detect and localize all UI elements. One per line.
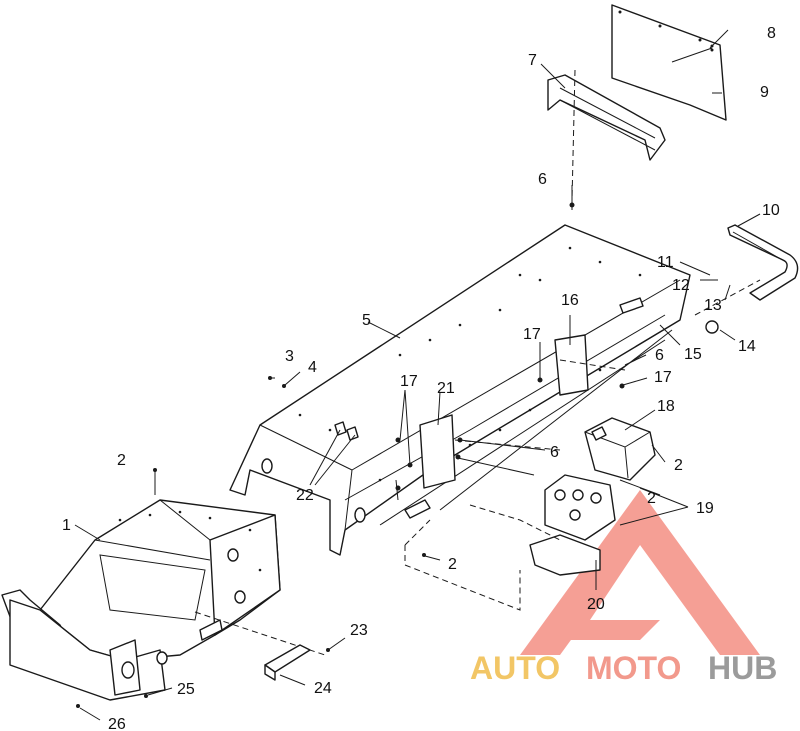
callout-4: 4 [308, 359, 317, 376]
callout-6: 6 [538, 171, 547, 188]
callout-3: 3 [285, 348, 294, 365]
leader-lines [74, 29, 761, 721]
callout-12: 12 [672, 277, 690, 294]
callout-23: 23 [350, 622, 368, 639]
callout-15: 15 [684, 346, 702, 363]
callout-25: 25 [177, 681, 195, 698]
callout-24: 24 [314, 680, 332, 697]
callout-21: 21 [437, 380, 455, 397]
bracket-24 [264, 644, 311, 681]
rear-flap [611, 4, 727, 121]
callout-2: 2 [117, 452, 126, 469]
callout-5: 5 [362, 312, 371, 329]
callout-17: 17 [654, 369, 672, 386]
clips-22 [334, 421, 359, 441]
callout-1: 1 [62, 517, 71, 534]
callout-7: 7 [528, 52, 537, 69]
callout-10: 10 [762, 202, 780, 219]
callout-17: 17 [523, 326, 541, 343]
callout-18: 18 [657, 398, 675, 415]
callout-26: 26 [108, 716, 126, 731]
tunnel [229, 224, 691, 556]
callout-11: 11 [657, 254, 674, 271]
callout-6: 6 [550, 444, 559, 461]
callout-8: 8 [767, 25, 776, 42]
callout-labels: 1 2 2 2 2 3 4 5 6 6 6 7 8 9 10 11 12 13 … [62, 25, 780, 731]
watermark-text-moto: MOTO [586, 650, 681, 686]
callout-2: 2 [647, 490, 656, 507]
callout-19: 19 [696, 500, 714, 517]
callout-13: 13 [704, 297, 722, 314]
callout-6: 6 [655, 347, 664, 364]
flap-bracket [547, 74, 666, 161]
watermark-logo: AUTO MOTO HUB [470, 650, 777, 686]
callout-22: 22 [296, 487, 314, 504]
callout-14: 14 [738, 338, 756, 355]
callout-2: 2 [674, 457, 683, 474]
callout-16: 16 [561, 292, 579, 309]
callout-17: 17 [400, 373, 418, 390]
tunnel-brackets [419, 334, 626, 489]
bracket-assembly-19 [529, 474, 616, 576]
bumper-handle [694, 224, 799, 316]
callout-2: 2 [448, 556, 457, 573]
watermark-text-auto: AUTO [470, 650, 560, 686]
callout-9: 9 [760, 84, 769, 101]
callout-20: 20 [587, 596, 605, 613]
watermark-text-hub: HUB [708, 650, 777, 686]
box-18 [584, 417, 656, 481]
